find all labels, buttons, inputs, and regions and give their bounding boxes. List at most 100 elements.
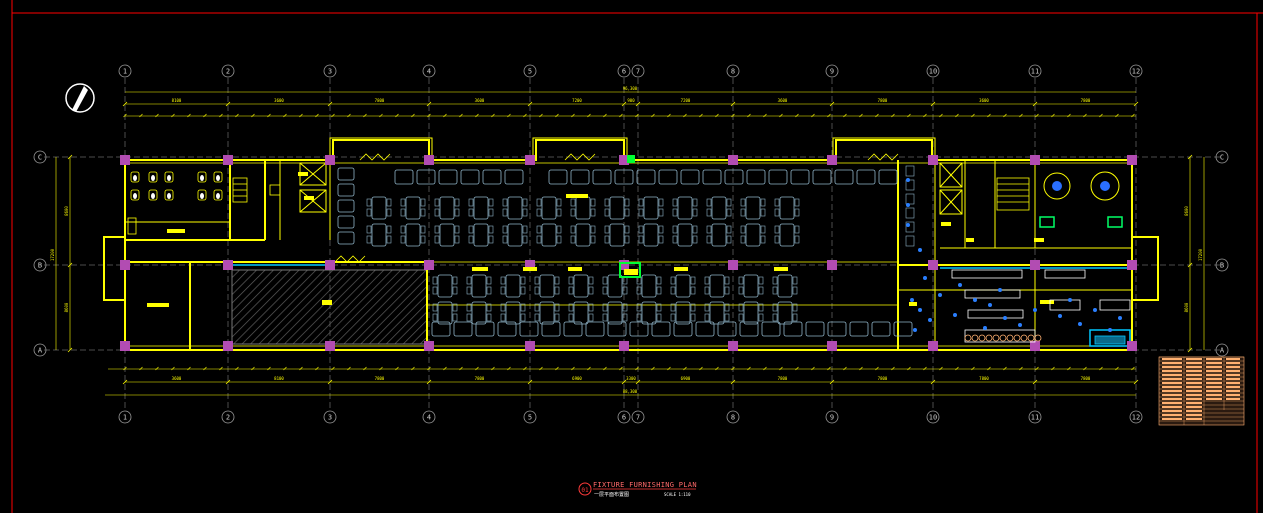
structural-column (525, 260, 535, 270)
dimension-tick (955, 366, 959, 371)
dining-chair (590, 225, 596, 234)
structural-column (223, 155, 233, 165)
dining-chair (486, 303, 492, 312)
dining-table (539, 274, 555, 298)
dining-chair (568, 303, 574, 312)
toilet-fixture (213, 171, 223, 183)
dining-chair (400, 235, 406, 244)
dining-table (575, 196, 591, 220)
booth-seat (717, 321, 737, 337)
dimension-tick (139, 113, 143, 118)
dining-table (609, 196, 625, 220)
schedule-cell (1186, 366, 1202, 368)
grid-label: 12 (1132, 68, 1140, 76)
dimension-tick (347, 113, 351, 118)
dining-chair (758, 276, 764, 285)
schedule-cell (1186, 386, 1202, 388)
burner (978, 334, 986, 342)
dining-chair (500, 286, 506, 295)
dining-table (573, 301, 589, 325)
dining-chair (704, 313, 710, 322)
structural-column (1127, 260, 1137, 270)
grid-label: 5 (528, 68, 532, 76)
dining-chair (758, 286, 764, 295)
dining-chair (556, 198, 562, 207)
dining-table (573, 274, 589, 298)
dimension-tick (139, 366, 143, 371)
dimension-total-top: 96,300 (623, 86, 638, 91)
dimension-tick (491, 366, 495, 371)
dining-chair (636, 313, 642, 322)
equipment-dot (906, 223, 910, 227)
room-tag (909, 302, 917, 306)
equipment-dot (906, 178, 910, 182)
dining-chair (400, 198, 406, 207)
furniture-layer (334, 153, 915, 337)
schedule-cell (1186, 418, 1202, 420)
dimension-tick (1083, 113, 1087, 118)
booth-seat (673, 321, 693, 337)
dining-chair (658, 208, 664, 217)
booth-seat (592, 169, 612, 185)
dining-chair (420, 208, 426, 217)
dimension-label: 3300 (626, 376, 636, 381)
schedule-cell (1226, 394, 1240, 396)
dining-table (641, 274, 657, 298)
grid-label: 6 (622, 68, 626, 76)
grid-bubble (926, 410, 940, 424)
dining-chair (432, 303, 438, 312)
booth-seat (739, 321, 759, 337)
dining-chair (692, 235, 698, 244)
room-tag (624, 269, 638, 275)
dimension-tick (715, 113, 719, 118)
grid-bubble (726, 64, 740, 78)
dimension-tick (1187, 262, 1193, 268)
booth-seat (482, 169, 502, 185)
booth-seat (702, 169, 722, 185)
dimension-tick (155, 113, 159, 118)
grid-label: A (1220, 347, 1225, 355)
dining-chair (724, 303, 730, 312)
booth-seat (475, 321, 495, 337)
booth-seat (614, 169, 634, 185)
dimension-tick (987, 113, 991, 118)
dimension-tick (635, 101, 641, 107)
dining-table (709, 301, 725, 325)
room-tag (941, 222, 951, 226)
dining-chair (366, 225, 372, 234)
grid-label: C (38, 154, 42, 162)
burner (985, 334, 993, 342)
dimension-tick (539, 366, 543, 371)
dining-chair (366, 208, 372, 217)
dimension-label: 7800 (778, 376, 788, 381)
equipment-dot (923, 276, 927, 280)
dimension-tick (1131, 366, 1135, 371)
dining-chair (740, 198, 746, 207)
structural-column (424, 260, 434, 270)
dining-chair (774, 208, 780, 217)
dining-chair (792, 313, 798, 322)
dining-chair (704, 303, 710, 312)
north-arrow-icon (65, 83, 95, 113)
grid-label: 1 (123, 68, 127, 76)
dining-chair (520, 313, 526, 322)
dimension-tick (283, 366, 287, 371)
dining-chair (468, 235, 474, 244)
dimension-tick (1019, 113, 1023, 118)
booth-seat (812, 169, 832, 185)
schedule-cell (1226, 358, 1240, 360)
dimension-tick (426, 101, 432, 107)
dimension-tick (763, 113, 767, 118)
dining-chair (794, 225, 800, 234)
dimension-label: 8600 (64, 302, 69, 312)
dimension-tick (1051, 366, 1055, 371)
dining-chair (466, 303, 472, 312)
dining-chair (534, 286, 540, 295)
dimension-tick (299, 366, 303, 371)
dimension-tick (930, 379, 936, 385)
booth-seat (438, 169, 458, 185)
schedule-cell (1206, 394, 1222, 396)
dimension-tick (1133, 379, 1139, 385)
